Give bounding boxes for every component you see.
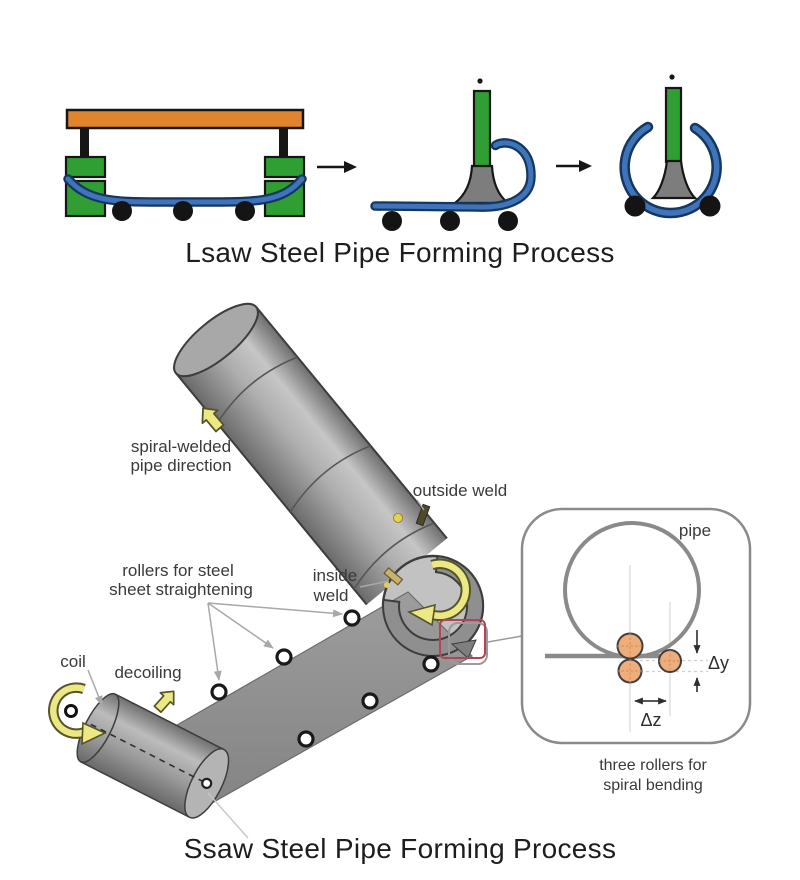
coil-rotation-arrow-icon — [48, 682, 107, 746]
inside-weld-pointer — [359, 580, 390, 588]
support-roller — [440, 211, 460, 231]
rollers-label-line2: sheet straightening — [109, 580, 253, 599]
lsaw-stage-j-forming — [370, 78, 536, 231]
lsaw-title: Lsaw Steel Pipe Forming Process — [185, 237, 614, 268]
spiral-direction-label-line1: spiral-welded — [131, 437, 231, 456]
steel-sheet-stage2 — [370, 138, 536, 212]
coil-center-dot — [64, 704, 78, 718]
roller-dot — [361, 692, 379, 710]
spiral-seam — [353, 522, 435, 590]
spiral-direction-label-line2: pipe direction — [130, 456, 231, 475]
support-roller — [624, 195, 646, 217]
inside-weld-label-line2: weld — [313, 586, 349, 605]
outside-weld-spot — [393, 513, 403, 523]
press-beam — [65, 108, 305, 130]
die-left-upper — [64, 155, 107, 179]
delta-z-label: Δz — [640, 710, 661, 730]
inside-weld-label-line1: inside — [313, 566, 357, 585]
decoiling-arrow-icon — [153, 690, 175, 714]
top-roller — [616, 632, 644, 660]
inset-frame — [520, 507, 752, 745]
inset-caption-line2: spiral bending — [603, 777, 703, 794]
coil-cylinder — [76, 692, 230, 819]
support-roller — [235, 201, 255, 221]
press-post-right — [279, 127, 288, 159]
spiral-seam — [289, 445, 371, 513]
process-arrow-2-icon — [556, 160, 592, 172]
coil-pointer — [87, 669, 103, 706]
spiral-seam — [216, 356, 298, 424]
coil-label: coil — [60, 652, 86, 671]
press-post-left — [80, 127, 89, 159]
support-roller — [382, 211, 402, 231]
roller-dot — [275, 648, 293, 666]
label-pointers — [87, 580, 390, 706]
process-arrow-1-icon — [317, 161, 357, 173]
lsaw-stage-crimping — [63, 108, 307, 221]
bending-rollers — [616, 632, 682, 684]
roller-dot — [422, 655, 440, 673]
forming-tool-shank — [664, 86, 683, 164]
outside-weld-label: outside weld — [413, 481, 508, 500]
inset-caption-line1: three rollers for — [599, 757, 707, 774]
coil-axis-dot — [201, 777, 213, 789]
roller-pointer-2 — [207, 602, 274, 649]
roller-dot — [343, 609, 361, 627]
coil-axis-extension — [207, 792, 249, 839]
ssaw-diagram: pipe Δy Δz three rollers for spiral bend… — [48, 302, 752, 864]
inside-weld-torch-icon — [383, 567, 404, 586]
straightening-rollers — [210, 609, 440, 748]
outside-weld-torch-icon — [415, 503, 431, 527]
inset-connector-line — [487, 635, 523, 643]
bending-rotation-arrow-icon — [406, 558, 471, 627]
pipe-mouth-shell — [382, 555, 485, 657]
roller-dot — [297, 730, 315, 748]
pipe-body — [175, 306, 447, 605]
inside-weld-spot — [384, 582, 390, 588]
ram-dot — [477, 78, 483, 84]
support-roller — [112, 201, 132, 221]
decoiling-label: decoiling — [114, 663, 181, 682]
forming-tool-shank — [472, 89, 492, 169]
shell-tip — [450, 639, 477, 659]
lsaw-diagram: Lsaw Steel Pipe Forming Process — [63, 74, 722, 268]
roller-pointer-1 — [207, 602, 222, 681]
support-roller — [173, 201, 193, 221]
zoom-region-box-gray — [448, 622, 488, 665]
lsaw-stage-o-forming — [619, 74, 722, 219]
rollers-label-line1: rollers for steel — [122, 561, 233, 580]
forming-tool-shoe — [650, 159, 698, 200]
pipe-end-cap — [173, 302, 259, 378]
zoom-region-box-red — [439, 619, 486, 659]
outside-weld-pointer — [416, 499, 425, 511]
support-roller — [498, 211, 518, 231]
roller-pointer-3 — [207, 602, 343, 618]
bending-detail-inset: pipe Δy Δz three rollers for spiral bend… — [520, 507, 752, 794]
ram-dot — [669, 74, 675, 80]
steel-pipe-ring — [619, 121, 722, 219]
die-right-upper — [263, 155, 306, 179]
spiral-direction-arrow-icon — [201, 407, 225, 433]
delta-y-label: Δy — [708, 653, 729, 673]
roller-dot — [210, 683, 228, 701]
support-roller — [699, 195, 721, 217]
ssaw-title: Ssaw Steel Pipe Forming Process — [184, 833, 617, 864]
pipe-label: pipe — [679, 521, 711, 540]
